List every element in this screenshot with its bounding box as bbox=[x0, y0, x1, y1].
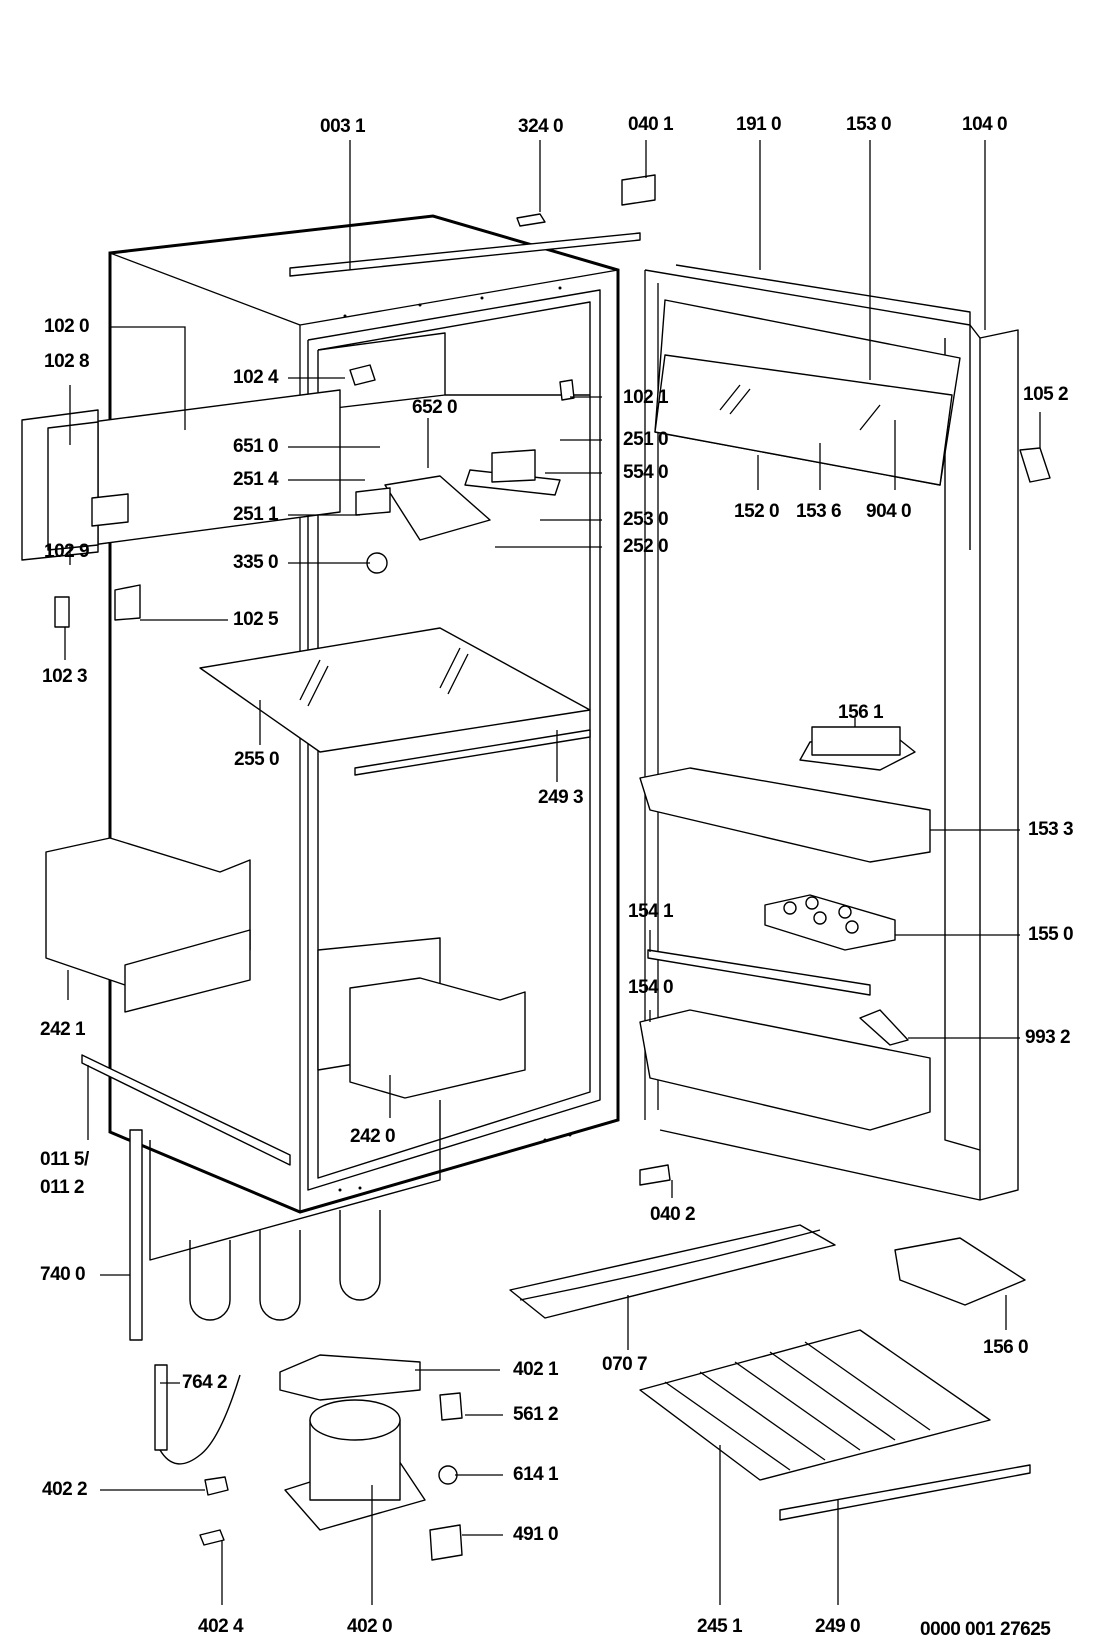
part-label: 402 2 bbox=[42, 1479, 88, 1500]
part-label: 102 5 bbox=[233, 609, 279, 630]
part-label: 154 1 bbox=[628, 901, 674, 922]
part-label: 102 3 bbox=[42, 666, 88, 687]
fridge-door bbox=[639, 264, 1019, 1201]
glass-shelf bbox=[199, 627, 591, 776]
part-label: 251 0 bbox=[623, 429, 669, 450]
part-label: 652 0 bbox=[412, 397, 458, 418]
part-label: 324 0 bbox=[518, 116, 564, 137]
part-label: 561 2 bbox=[513, 1404, 559, 1425]
part-label: 402 0 bbox=[347, 1616, 393, 1637]
cabinet-body bbox=[81, 214, 641, 1214]
part-label: 242 0 bbox=[350, 1126, 396, 1147]
part-label: 104 0 bbox=[962, 114, 1008, 135]
drawing-number: 0000 001 27625 bbox=[920, 1619, 1051, 1640]
part-label: 070 7 bbox=[602, 1354, 648, 1375]
part-label: 252 0 bbox=[623, 536, 669, 557]
part-label: 764 2 bbox=[182, 1372, 228, 1393]
part-label: 153 0 bbox=[846, 114, 892, 135]
part-label: 102 4 bbox=[233, 367, 279, 388]
compressor bbox=[154, 1354, 426, 1531]
small-parts bbox=[54, 174, 1051, 1561]
freezer-door bbox=[21, 389, 341, 561]
part-label: 740 0 bbox=[40, 1264, 86, 1285]
part-label: 105 2 bbox=[1023, 384, 1069, 405]
condenser-coil bbox=[129, 1100, 441, 1341]
part-label: 249 0 bbox=[815, 1616, 861, 1637]
part-label: 402 1 bbox=[513, 1359, 559, 1380]
part-label: 102 9 bbox=[44, 541, 90, 562]
part-label: 191 0 bbox=[736, 114, 782, 135]
part-label: 003 1 bbox=[320, 116, 366, 137]
part-label: 153 3 bbox=[1028, 819, 1074, 840]
part-label: 255 0 bbox=[234, 749, 280, 770]
part-label: 253 0 bbox=[623, 509, 669, 530]
part-label: 102 8 bbox=[44, 351, 90, 372]
part-label: 102 0 bbox=[44, 316, 90, 337]
part-label: 154 0 bbox=[628, 977, 674, 998]
part-label: 156 1 bbox=[838, 702, 884, 723]
part-label: 011 2 bbox=[40, 1177, 85, 1198]
part-label: 040 2 bbox=[650, 1204, 696, 1225]
part-label: 040 1 bbox=[628, 114, 674, 135]
part-label: 554 0 bbox=[623, 462, 669, 483]
part-label: 245 1 bbox=[697, 1616, 743, 1637]
loose-parts bbox=[509, 1224, 1031, 1521]
crisper-drawers bbox=[45, 837, 526, 1099]
part-label: 993 2 bbox=[1025, 1027, 1071, 1048]
part-label: 491 0 bbox=[513, 1524, 559, 1545]
part-label: 335 0 bbox=[233, 552, 279, 573]
part-label: 251 4 bbox=[233, 469, 279, 490]
part-label: 156 0 bbox=[983, 1337, 1029, 1358]
part-label: 152 0 bbox=[734, 501, 780, 522]
part-label: 011 5/ bbox=[40, 1149, 89, 1170]
part-label: 249 3 bbox=[538, 787, 584, 808]
leader-lines bbox=[64, 140, 1041, 1605]
part-label: 242 1 bbox=[40, 1019, 86, 1040]
part-label: 651 0 bbox=[233, 436, 279, 457]
part-label: 155 0 bbox=[1028, 924, 1074, 945]
part-label: 102 1 bbox=[623, 387, 669, 408]
part-label: 251 1 bbox=[233, 504, 279, 525]
part-label: 904 0 bbox=[866, 501, 912, 522]
part-label: 614 1 bbox=[513, 1464, 559, 1485]
part-label: 153 6 bbox=[796, 501, 842, 522]
part-label: 402 4 bbox=[198, 1616, 244, 1637]
